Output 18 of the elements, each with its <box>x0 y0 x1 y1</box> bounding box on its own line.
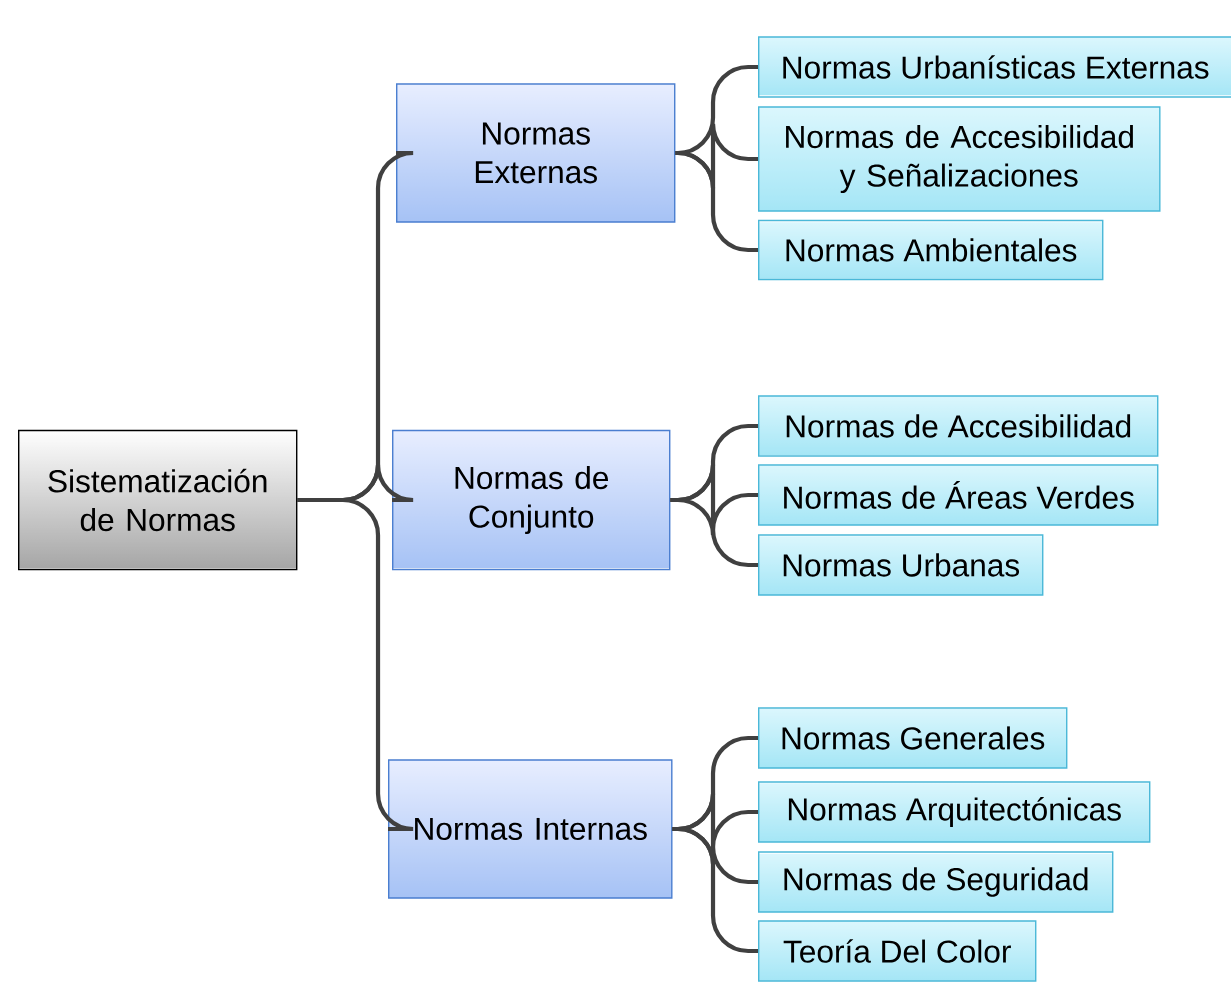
category-box: Normas Externas <box>396 83 676 223</box>
item-box: Normas de Áreas Verdes <box>758 464 1159 526</box>
item-box: Normas de Seguridad <box>758 851 1114 913</box>
brace-connector <box>297 497 416 832</box>
category-box: Normas Internas <box>388 759 673 899</box>
item-box: Normas de Accesibilidad y Señalizaciones <box>758 106 1161 212</box>
item-box: Normas Generales <box>758 707 1068 769</box>
item-box: Normas Urbanas <box>758 534 1044 596</box>
brace-connector <box>672 826 758 954</box>
brace-connector <box>675 150 758 253</box>
root-box: Sistematización de Normas <box>18 429 298 571</box>
brace-connector <box>670 497 758 568</box>
item-box: Normas Arquitectónicas <box>758 781 1151 843</box>
category-box: Normas de Conjunto <box>392 429 671 571</box>
item-box: Normas de Accesibilidad <box>758 395 1159 457</box>
item-box: Normas Urbanísticas Externas <box>758 36 1231 98</box>
item-box: Teoría Del Color <box>758 920 1037 982</box>
item-box: Normas Ambientales <box>758 219 1104 281</box>
